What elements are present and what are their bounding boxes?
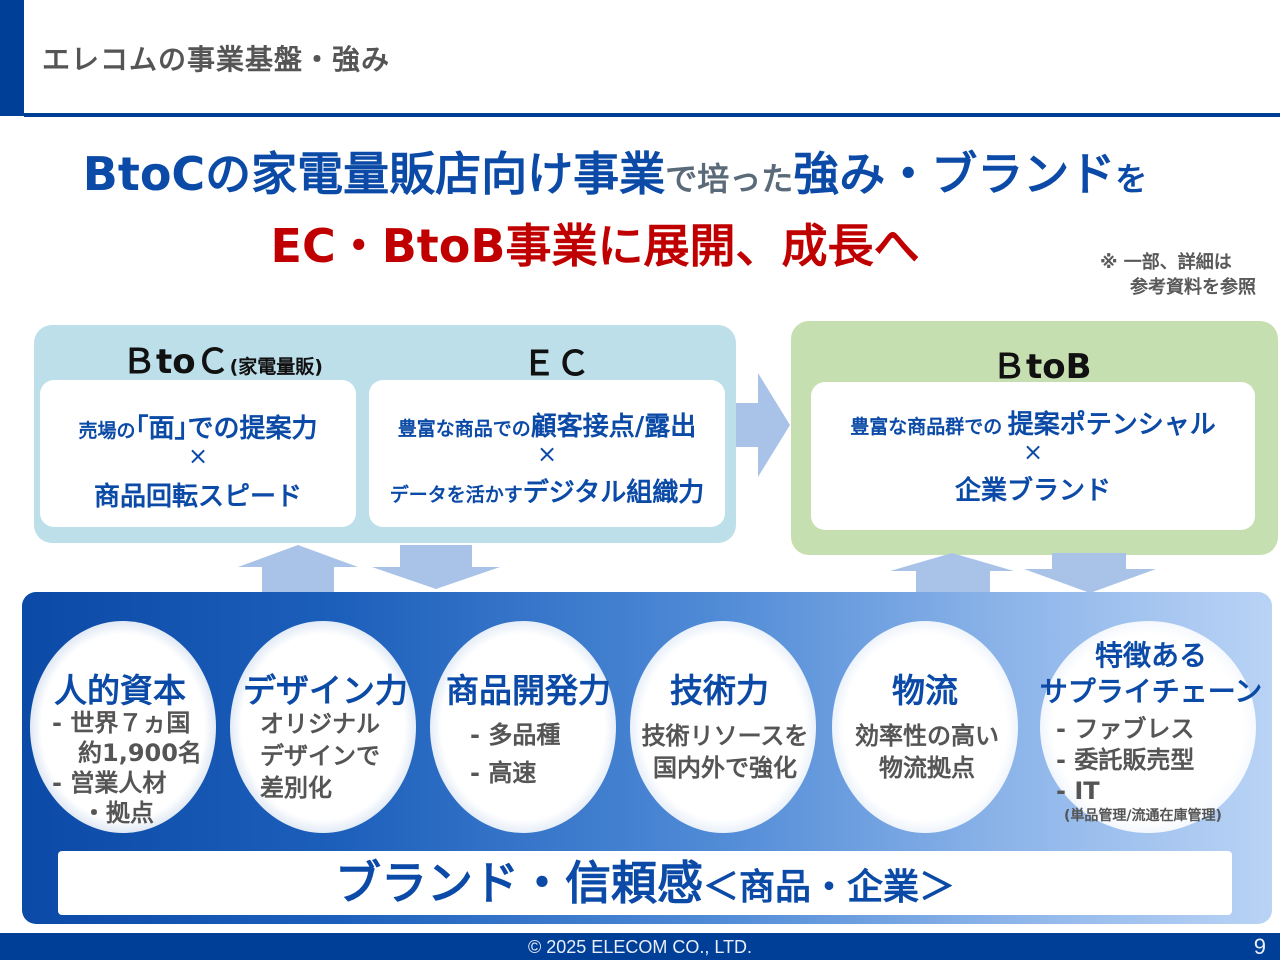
headline-strength: 強み・ブランド	[793, 147, 1116, 201]
ec-title: ＥＣ	[522, 344, 590, 384]
strength-detail: 技術リソースを 国内外で強化	[641, 722, 809, 782]
note-line-2: 参考資料を参照	[1130, 277, 1256, 298]
strength-title: 物流	[892, 671, 958, 710]
strength-detail: - 世界７ヵ国 約1,900名 - 営業人材 ・拠点	[52, 709, 202, 827]
brand-trust-box: ブランド・信頼感＜商品・企業＞	[58, 851, 1232, 915]
page-number: 9	[1253, 934, 1266, 959]
headline-btoc: BtoCの家電量販店向け事業	[82, 147, 666, 201]
btoc-strength-box: 売場の｢面｣での提案力 × 商品回転スピード	[40, 380, 356, 527]
right-arrow-icon	[736, 373, 790, 477]
strength-title: 特徴ある サプライチェーン	[1039, 639, 1263, 708]
circle-design	[230, 621, 416, 833]
down-arrow-icon	[372, 545, 500, 589]
strength-detail: - ファブレス - 委託販売型 - IT (単品管理/流通在庫管理)	[1056, 715, 1222, 824]
reference-note: ※ 一部、詳細は 参考資料を参照	[1100, 250, 1270, 300]
btoc-title: ＢtoＣ(家電量販)	[122, 342, 323, 382]
up-arrow-icon	[238, 545, 358, 593]
up-down-arrows-right	[890, 553, 1156, 595]
ec-strength-box: 豊富な商品での顧客接点/露出 × データを活かすデジタル組織力	[369, 380, 725, 527]
strength-title: 人的資本	[54, 671, 186, 710]
headline-connector: で培った	[665, 160, 794, 198]
headline-line-1: BtoCの家電量販店向け事業で培った強み・ブランドを	[0, 138, 1230, 204]
brand-sub: ＜商品・企業＞	[702, 867, 955, 908]
header-divider	[24, 113, 1280, 117]
circle-human-capital	[30, 621, 216, 833]
headline-line-2: EC・BtoB事業に展開、成長へ	[270, 219, 920, 273]
strength-title: 技術力	[670, 671, 769, 710]
page-title: エレコムの事業基盤・強み	[42, 43, 391, 76]
down-arrow-icon	[1024, 553, 1156, 593]
strength-title: 商品開発力	[446, 671, 611, 710]
circle-technology	[630, 621, 816, 833]
btob-strength-box: 豊富な商品群での 提案ポテンシャル × 企業ブランド	[811, 382, 1255, 530]
circle-product-dev	[430, 621, 616, 833]
up-down-arrows-left	[238, 545, 500, 593]
copyright: © 2025 ELECOM CO., LTD.	[528, 937, 752, 957]
headline-particle: を	[1115, 160, 1148, 198]
circle-supply-chain	[1040, 621, 1256, 833]
strength-title: デザイン力	[243, 671, 408, 710]
strength-detail: 効率性の高い 物流拠点	[855, 722, 999, 782]
circle-logistics	[832, 621, 1018, 833]
footer: © 2025 ELECOM CO., LTD. 9	[0, 933, 1280, 960]
header-accent-bar	[0, 0, 24, 116]
btob-title: ＢtoB	[992, 347, 1092, 387]
strength-detail: - 多品種 - 高速	[470, 721, 561, 787]
strength-detail: オリジナル デザインで 差別化	[260, 710, 380, 802]
brand-main: ブランド・信頼感	[334, 856, 703, 910]
up-arrow-icon	[890, 553, 1014, 595]
note-line-1: ※ 一部、詳細は	[1100, 252, 1232, 273]
